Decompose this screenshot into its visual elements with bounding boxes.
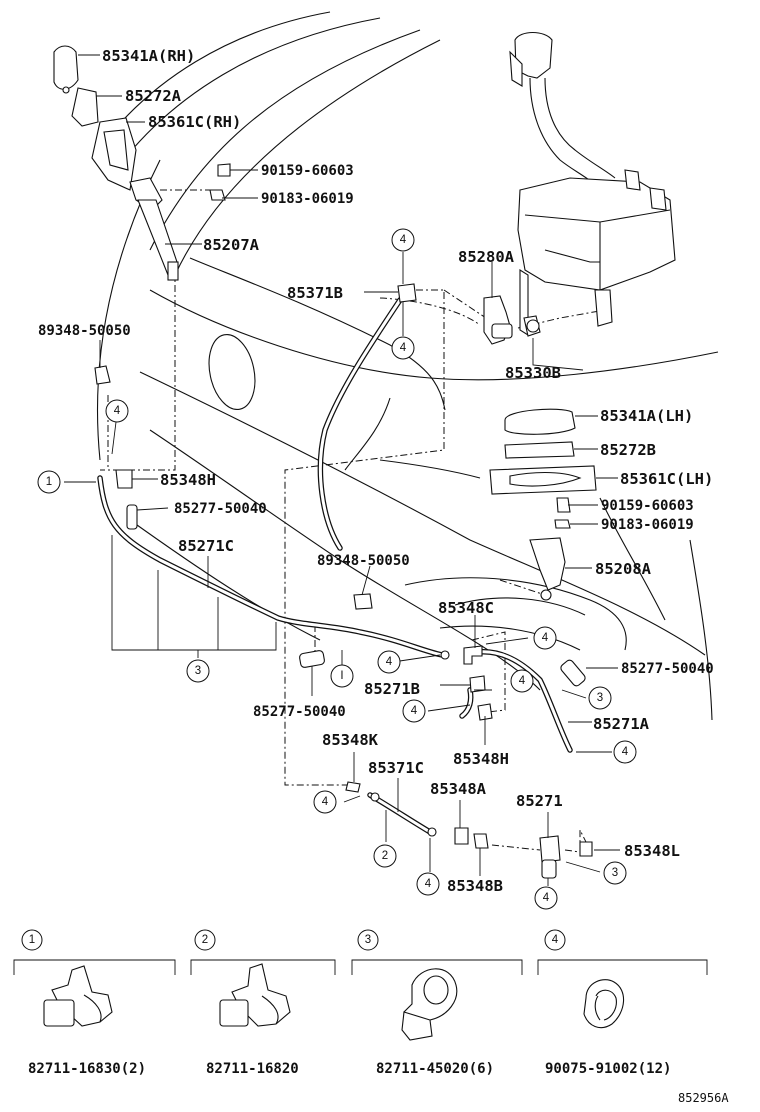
label-85272b: 85272B (600, 441, 656, 459)
label-85277-c: 85277-50040 (253, 704, 346, 720)
label-85207a: 85207A (203, 236, 260, 254)
svg-text:4: 4 (400, 342, 407, 354)
lh-headlamp-washer (489, 408, 597, 601)
label-85341a-rh: 85341A(RH) (102, 47, 195, 65)
label-85371b: 85371B (287, 284, 343, 302)
svg-text:4: 4 (542, 632, 549, 644)
callout-4-right: 4 (613, 740, 637, 764)
callout-4-lower-mid: 4 (402, 699, 426, 723)
label-85341a-lh: 85341A(LH) (600, 407, 693, 425)
svg-text:4: 4 (622, 746, 629, 758)
rh-headlamp-washer (53, 45, 231, 281)
label-85271c: 85271C (178, 537, 234, 555)
label-85280a: 85280A (458, 248, 515, 266)
legend-clamp-1: 1 82711-16830(2) (13, 929, 176, 1077)
legend-part-82711-45020: 82711-45020(6) (376, 1061, 494, 1077)
label-90159-top: 90159-60603 (261, 163, 354, 179)
svg-text:3: 3 (195, 665, 201, 677)
legend-clamp-4: 4 90075-91002(12) (537, 929, 708, 1077)
washer-tank (509, 31, 676, 336)
label-85348h-bottom: 85348H (453, 750, 509, 768)
label-85271: 85271 (516, 792, 563, 810)
label-85348k: 85348K (322, 731, 379, 749)
callout-4-mid: 4 (391, 336, 415, 360)
label-85348l: 85348L (624, 842, 680, 860)
svg-text:1: 1 (46, 476, 52, 488)
callout-2-bottom: 2 (373, 844, 397, 868)
svg-text:4: 4 (552, 934, 559, 946)
clamp-legend: 1 82711-16830(2) 2 82711-16820 3 82711-4… (13, 929, 708, 1077)
callout-3-bottom-right: 3 (603, 861, 627, 885)
svg-text:4: 4 (519, 675, 526, 687)
svg-text:1: 1 (29, 934, 35, 946)
callout-3-right: 3 (588, 686, 612, 710)
callout-3-left: 3 (186, 659, 210, 683)
label-85348a: 85348A (430, 780, 487, 798)
callout-4-bottom-right: 4 (534, 886, 558, 910)
dashed-reference-lines (100, 189, 606, 853)
svg-text:4: 4 (543, 892, 550, 904)
svg-text:3: 3 (612, 867, 618, 879)
label-89348-b: 89348-50050 (317, 553, 410, 569)
circled-callouts: 1 4 4 4 3 I 4 4 4 4 3 4 4 2 4 3 4 (37, 228, 637, 910)
legend-part-90075-91002: 90075-91002(12) (545, 1061, 671, 1077)
callout-4-left: 4 (105, 399, 129, 423)
svg-text:4: 4 (114, 405, 121, 417)
leader-lines (64, 54, 620, 886)
legend-part-82711-16820: 82711-16820 (206, 1061, 299, 1077)
label-85271b: 85271B (364, 680, 420, 698)
label-85348h-top: 85348H (160, 471, 216, 489)
legend-part-82711-16830: 82711-16830(2) (28, 1061, 146, 1077)
svg-text:4: 4 (400, 234, 407, 246)
label-90159-mid: 90159-60603 (601, 498, 694, 514)
fittings (94, 283, 593, 879)
svg-text:3: 3 (597, 692, 603, 704)
label-90183-top: 90183-06019 (261, 191, 354, 207)
label-85277-a: 85277-50040 (174, 501, 267, 517)
svg-text:I: I (340, 670, 343, 682)
svg-text:4: 4 (411, 705, 418, 717)
callout-4-bottom: 4 (416, 872, 440, 896)
callout-4-85371c: 4 (313, 790, 337, 814)
washer-pump (483, 295, 541, 345)
washer-hoses (97, 297, 573, 835)
label-85277-b: 85277-50040 (621, 661, 714, 677)
callout-4-top: 4 (391, 228, 415, 252)
label-89348-a: 89348-50050 (38, 323, 131, 339)
diagram-reference-number: 852956A (678, 1091, 729, 1105)
svg-text:2: 2 (202, 934, 208, 946)
svg-text:3: 3 (365, 934, 371, 946)
label-85371c: 85371C (368, 759, 424, 777)
label-85208a: 85208A (595, 560, 652, 578)
label-85272a: 85272A (125, 87, 182, 105)
label-85271a: 85271A (593, 715, 650, 733)
svg-text:4: 4 (322, 796, 329, 808)
vehicle-body-outline (96, 11, 719, 721)
svg-text:4: 4 (386, 656, 393, 668)
callout-1-left: 1 (37, 470, 61, 494)
part-number-labels: 85341A(RH) 85272A 85361C(RH) 90159-60603… (38, 47, 714, 895)
callout-4-mid-hose: 4 (377, 650, 401, 674)
legend-clamp-2: 2 82711-16820 (190, 929, 336, 1077)
legend-clamp-3: 3 82711-45020(6) (351, 929, 523, 1077)
svg-text:2: 2 (382, 850, 388, 862)
label-85361c-lh: 85361C(LH) (620, 470, 713, 488)
svg-text:4: 4 (425, 878, 432, 890)
callout-4-upper-right: 4 (533, 626, 557, 650)
label-90183-mid: 90183-06019 (601, 517, 694, 533)
callout-i-mid: I (330, 664, 354, 688)
label-85348b: 85348B (447, 877, 503, 895)
label-85348c: 85348C (438, 599, 494, 617)
callout-4-85271b: 4 (510, 669, 534, 693)
label-85330b: 85330B (505, 364, 561, 382)
label-85361c-rh: 85361C(RH) (148, 113, 241, 131)
